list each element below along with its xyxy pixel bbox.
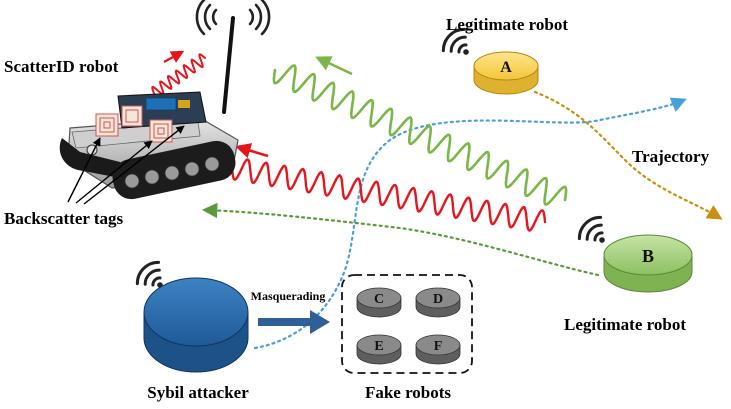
backscatter-tag-1 xyxy=(95,113,119,137)
legitimate-robot-a-label: Legitimate robot xyxy=(446,15,568,34)
wifi-signal-icon-robot-a xyxy=(441,27,469,55)
legitimate-robot-b-label: Legitimate robot xyxy=(564,315,686,334)
fake-robot-letter: C xyxy=(374,292,384,307)
legitimate-robot-b: B xyxy=(603,234,693,293)
antenna xyxy=(222,16,235,114)
green-signal-arrow xyxy=(315,56,353,76)
fake-robot-c: C xyxy=(356,287,402,318)
trajectory-green xyxy=(201,202,600,277)
masquerading-label: Masquerading xyxy=(251,289,326,303)
scatterid-robot xyxy=(59,16,239,200)
tag-pointer-1 xyxy=(67,137,101,203)
backscatter-tags-label: Backscatter tags xyxy=(4,209,124,228)
wifi-signal-icon-robot-b xyxy=(577,215,605,243)
wifi-signal-icon-scatterid xyxy=(195,0,271,36)
tag-pointer-3 xyxy=(83,125,185,205)
trajectory-label: Trajectory xyxy=(632,147,710,166)
legitimate-robot-a: A xyxy=(473,51,539,95)
sybil-attacker xyxy=(143,277,249,373)
fake-robot-letter: D xyxy=(433,292,443,307)
sybil-attacker-label: Sybil attacker xyxy=(147,383,249,402)
robot-b-letter: B xyxy=(642,246,654,266)
fake-robot-f: F xyxy=(415,334,461,365)
red-signal-arrow-small xyxy=(163,50,185,63)
trajectory-orange xyxy=(533,90,723,220)
tag-pointer-2 xyxy=(75,140,153,204)
trajectory-blue xyxy=(253,97,687,350)
fake-robots-label: Fake robots xyxy=(365,383,451,402)
green-signal-wave xyxy=(272,56,568,206)
red-signal-wave-large xyxy=(230,143,547,232)
scatterid-robot-label: ScatterID robot xyxy=(4,57,119,76)
fake-robots-box xyxy=(341,274,473,374)
masquerading-arrow xyxy=(258,310,330,334)
red-signal-arrow xyxy=(235,143,269,159)
fake-robots-group: C D E F xyxy=(356,287,461,365)
robot-a-letter: A xyxy=(500,59,512,76)
backscatter-tag-2 xyxy=(149,119,173,143)
fake-robot-letter: E xyxy=(374,339,383,354)
backscatter-tag-3 xyxy=(121,105,143,127)
fake-robot-d: D xyxy=(415,287,461,318)
fake-robot-e: E xyxy=(356,334,402,365)
fake-robot-letter: F xyxy=(434,339,443,354)
